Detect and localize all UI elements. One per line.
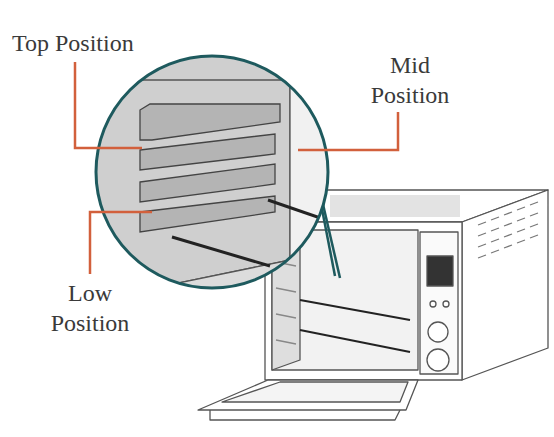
position-label: Low Position: [40, 278, 140, 338]
oven-door: [198, 380, 418, 410]
position-label: Top Position: [12, 28, 134, 58]
magnifier-circle: [96, 56, 328, 288]
magnifier-line: [322, 200, 340, 278]
knob: [428, 322, 448, 342]
vent-slot: [491, 239, 499, 242]
button: [430, 301, 436, 307]
vent-slot: [491, 217, 499, 220]
vent-slot: [478, 255, 486, 258]
top-vent: [330, 195, 460, 217]
vent-slot: [491, 250, 499, 253]
vent-slot: [504, 234, 512, 237]
leader-line: [298, 112, 398, 150]
rack-rod: [300, 300, 410, 320]
vent-slot: [517, 240, 525, 243]
vent-slot: [530, 202, 538, 205]
vent-slot: [504, 212, 512, 215]
door-handle: [210, 410, 400, 420]
position-label: Mid Position: [362, 50, 458, 110]
vent-slot: [530, 224, 538, 227]
display: [427, 256, 453, 286]
knob: [427, 349, 449, 371]
vent-slot: [478, 222, 486, 225]
control-panel: [420, 232, 458, 374]
vent-slot: [517, 207, 525, 210]
door-glass: [222, 382, 408, 402]
vent-slot: [491, 228, 499, 231]
vent-slot: [504, 223, 512, 226]
wall-ridges: [276, 262, 296, 344]
vent-slot: [478, 244, 486, 247]
leader-line: [90, 212, 152, 274]
leader-line: [75, 62, 142, 148]
leader-lines: [75, 62, 398, 274]
oven-side: [462, 190, 548, 380]
vent-slot: [530, 235, 538, 238]
magnified-view: [90, 50, 340, 320]
rack-rod: [300, 330, 410, 352]
vent-slot: [517, 229, 525, 232]
vent-slot: [478, 233, 486, 236]
vent-slot: [517, 218, 525, 221]
button: [443, 301, 449, 307]
side-vents: [478, 202, 538, 258]
vent-slot: [530, 213, 538, 216]
vent-slot: [504, 245, 512, 248]
